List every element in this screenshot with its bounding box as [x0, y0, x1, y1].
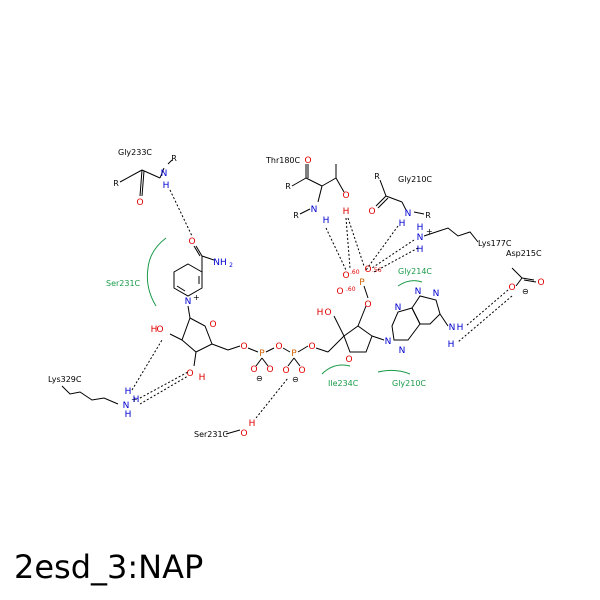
- residue-label-gly210-top: Gly210C: [398, 175, 432, 184]
- atom-o: O: [156, 325, 163, 335]
- atom-h: H: [125, 410, 132, 420]
- residue-label-ser231: Ser231C: [106, 279, 141, 288]
- charge-plus: +: [193, 293, 200, 302]
- residue-label-lys329: Lys329C: [48, 375, 82, 384]
- atom-h: H: [399, 219, 406, 229]
- page-title: 2esd_3:NAP: [14, 548, 204, 586]
- atom-r: R: [425, 211, 431, 220]
- atom-o: O: [368, 207, 375, 217]
- residue-label-ile234: Ile234C: [328, 379, 359, 388]
- atom-n: N: [433, 289, 440, 299]
- atom-h: H: [448, 340, 455, 350]
- atom-o: O: [324, 308, 331, 318]
- atom-n: N: [399, 346, 406, 356]
- atom-n: N: [311, 205, 318, 215]
- hydrophobic-arc-gly214: [397, 280, 423, 287]
- residue-label-gly233: Gly233C: [118, 148, 152, 157]
- distance-1: .60: [350, 269, 360, 276]
- atom-o: O: [364, 300, 371, 310]
- atom-r: R: [374, 172, 380, 181]
- atom-o: O: [308, 342, 315, 352]
- atom-r: R: [113, 179, 119, 188]
- atom-p: P: [291, 349, 297, 359]
- atom-o: O: [266, 365, 273, 375]
- residue-label-asp215: Asp215C: [506, 249, 542, 258]
- atom-r: R: [285, 182, 291, 191]
- residue-label-ser231-bottom: Ser231C: [194, 430, 229, 439]
- atom-o: O: [240, 342, 247, 352]
- atom-o: O: [186, 369, 193, 379]
- atom-o: O: [282, 366, 289, 376]
- residue-label-thr180: Thr180C: [265, 156, 301, 165]
- distance-3: .60: [346, 286, 356, 293]
- residue-label-gly214: Gly214C: [398, 267, 432, 276]
- charge-minus: ⊖: [292, 375, 299, 384]
- atom-n: N: [415, 287, 422, 297]
- atom-o: O: [336, 287, 343, 297]
- hydrophobic-arc-ile234: [321, 364, 351, 375]
- atom-h: H: [343, 207, 350, 217]
- atom-h: H: [125, 387, 132, 397]
- distance-2: .56: [372, 267, 382, 274]
- atom-o: O: [304, 156, 311, 166]
- atom-o: O: [342, 271, 349, 281]
- atom-n-ring: N: [185, 297, 192, 307]
- atom-h: H: [417, 245, 424, 255]
- hydrophobic-arc-ser231: [146, 237, 167, 307]
- atom-o: O: [240, 429, 247, 439]
- atom-o: O: [136, 198, 143, 208]
- atom-n-lys177: N: [417, 233, 424, 243]
- hydrophobic-arc-gly210: [377, 369, 411, 375]
- atom-o: O: [364, 265, 371, 275]
- atom-n-amine: N: [449, 323, 456, 333]
- residue-label-lys177: Lys177C: [478, 239, 512, 248]
- atom-o: O: [275, 342, 282, 352]
- residue-label-gly210: Gly210C: [392, 379, 426, 388]
- atom-o-ribose: O: [345, 355, 352, 365]
- atom-h: H: [133, 395, 140, 405]
- atom-r: R: [171, 154, 177, 163]
- atom-o: O: [508, 283, 515, 293]
- atom-o: O: [537, 278, 544, 288]
- atom-h: H: [317, 308, 324, 318]
- charge-minus: ⊖: [256, 374, 263, 383]
- atom-h: H: [199, 373, 206, 383]
- atom-o: O: [188, 237, 195, 247]
- charge-plus: +: [131, 395, 138, 404]
- atom-h: H: [457, 323, 464, 333]
- atom-n: N: [161, 169, 168, 179]
- atom-p: P: [359, 278, 365, 288]
- atom-h: H: [323, 216, 330, 226]
- atom-h: H: [249, 419, 256, 429]
- atom-o-ribose: O: [209, 320, 216, 330]
- atom-r: R: [293, 211, 299, 220]
- atom-nh2: NH: [213, 258, 227, 268]
- atom-o: O: [250, 365, 257, 375]
- atom-h: H: [163, 181, 170, 191]
- atom-nh2-sub: 2: [229, 262, 233, 269]
- atom-n: N: [405, 209, 412, 219]
- atom-n: N: [395, 303, 402, 313]
- charge-minus: ⊖: [522, 287, 529, 296]
- atom-h: H: [417, 223, 424, 233]
- atom-h: H: [151, 325, 158, 335]
- atom-n: N: [385, 337, 392, 347]
- atom-o: O: [342, 191, 349, 201]
- charge-plus: +: [426, 227, 433, 236]
- atom-o: O: [298, 366, 305, 376]
- atom-p: P: [259, 349, 265, 359]
- atom-n-lys329: N: [123, 401, 130, 411]
